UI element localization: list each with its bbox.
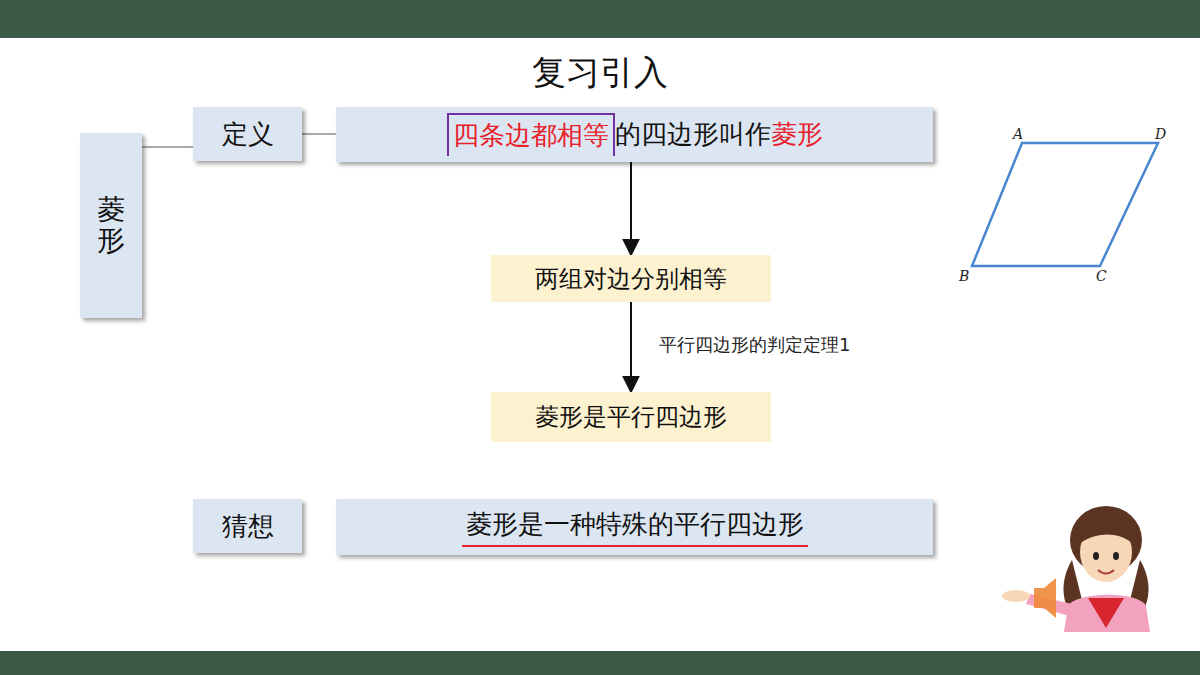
highlighted-condition: 四条边都相等 bbox=[447, 113, 615, 156]
text-group: 菱形是平行四边形 bbox=[535, 401, 727, 433]
definition-box: 四条边都相等的四边形叫作菱形 bbox=[336, 107, 933, 162]
category-box: 猜想 bbox=[193, 499, 302, 553]
vertex-label: A bbox=[1013, 126, 1023, 142]
node-text: 两组对边分别相等 bbox=[535, 263, 727, 295]
connector-line bbox=[142, 146, 193, 147]
rhombus-figure bbox=[972, 143, 1158, 266]
arrow bbox=[630, 162, 632, 255]
vertex-label: C bbox=[1096, 268, 1107, 284]
bottom-bar bbox=[0, 651, 1200, 675]
text-group: 猜想 bbox=[222, 509, 274, 544]
text-group: 四条边都相等的四边形叫作菱形 bbox=[447, 113, 823, 156]
category-box: 定义 bbox=[193, 107, 302, 161]
conjecture-box: 菱形是一种特殊的平行四边形 bbox=[336, 499, 933, 555]
slide-title: 复习引入 bbox=[0, 50, 1200, 96]
topic-box: 菱形 bbox=[80, 133, 142, 318]
top-bar bbox=[0, 0, 1200, 38]
node-text: 定义 bbox=[222, 117, 274, 152]
vertex-label: B bbox=[959, 268, 969, 284]
text-group: 菱形是一种特殊的平行四边形 bbox=[462, 507, 808, 547]
conjecture-text: 菱形是一种特殊的平行四边形 bbox=[462, 507, 808, 547]
text-group: 菱形 bbox=[97, 195, 125, 257]
text-group: 定义 bbox=[222, 117, 274, 152]
node-text: 菱形 bbox=[97, 195, 125, 257]
node-text: 菱形是平行四边形 bbox=[535, 401, 727, 433]
term-text: 菱形 bbox=[771, 117, 823, 152]
edge-label: 平行四边形的判定定理1 bbox=[657, 333, 852, 357]
arrow bbox=[630, 302, 632, 392]
text-group: 两组对边分别相等 bbox=[535, 263, 727, 295]
vertex-label: D bbox=[1155, 126, 1166, 142]
property-box: 两组对边分别相等 bbox=[491, 255, 771, 302]
node-text: 的四边形叫作 bbox=[615, 117, 771, 152]
node-text: 猜想 bbox=[222, 509, 274, 544]
conclusion-box: 菱形是平行四边形 bbox=[491, 392, 771, 442]
connector-line bbox=[302, 133, 336, 134]
girl-illustration bbox=[1002, 506, 1150, 632]
